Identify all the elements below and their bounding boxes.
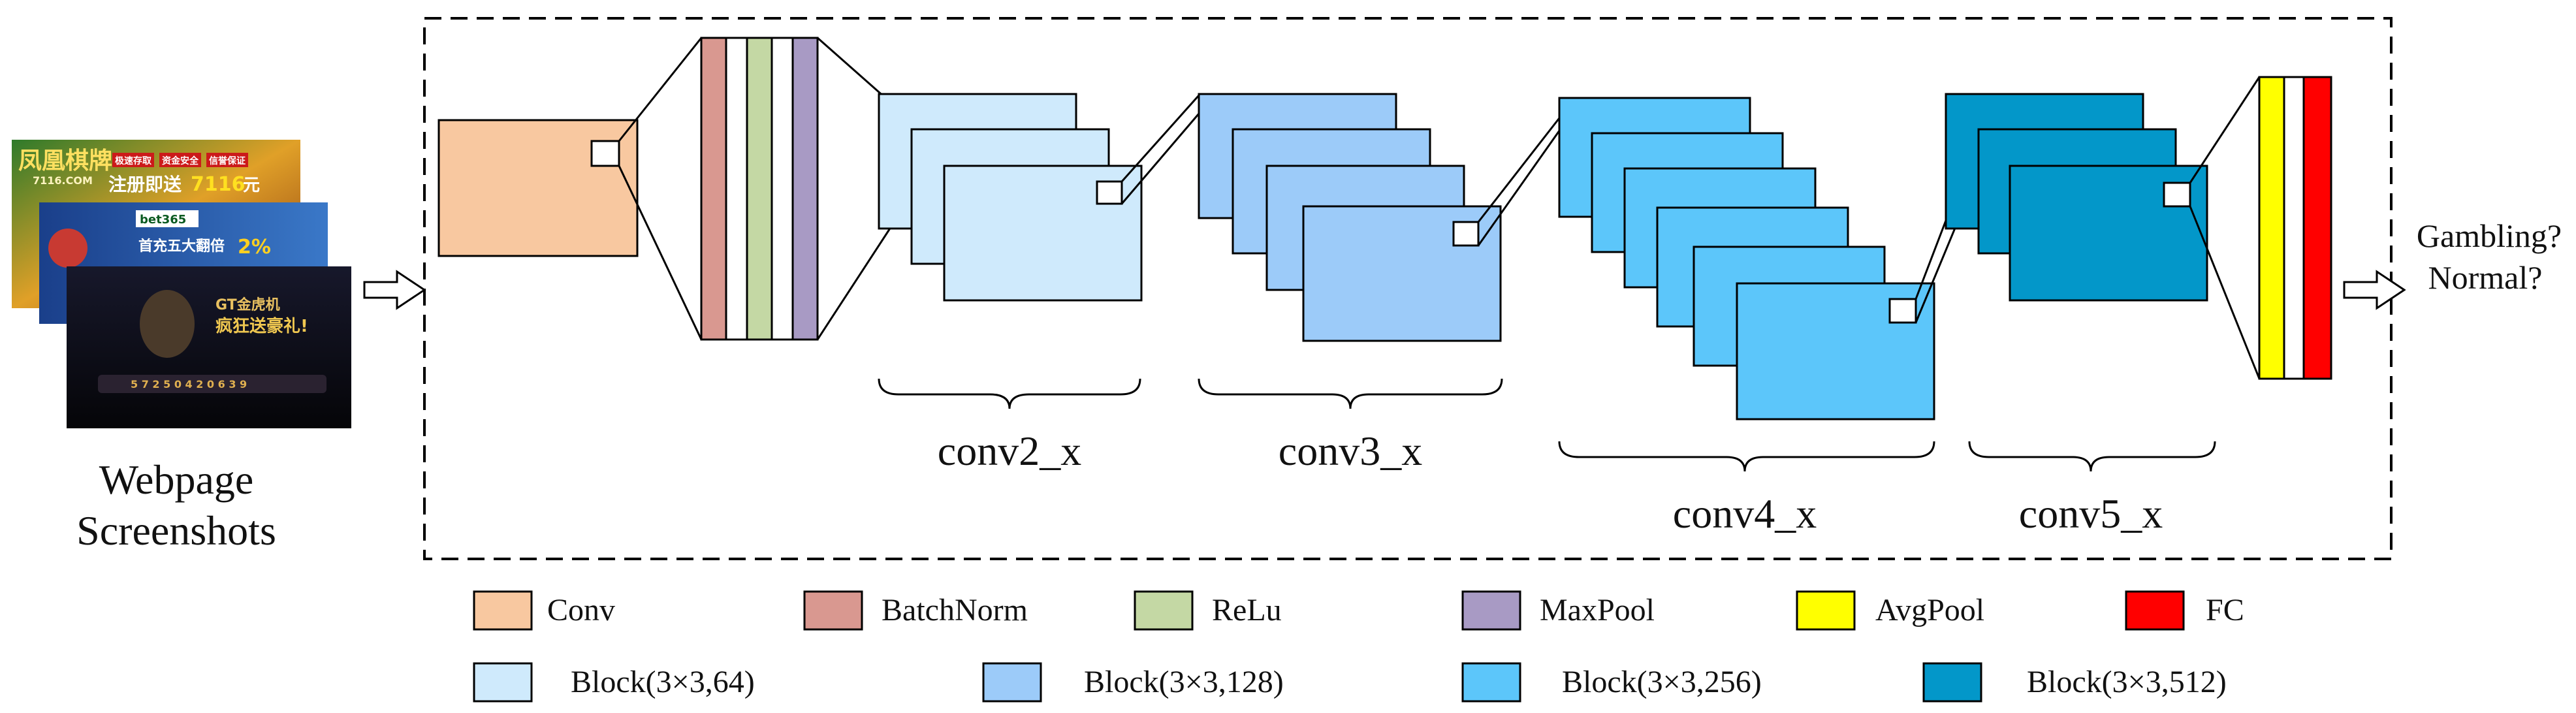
conv2-brace <box>878 378 1141 409</box>
input-label-line1: Webpage <box>99 456 254 503</box>
legend-label-avgpool: AvgPool <box>1875 593 1984 627</box>
stage-label-conv3: conv3_x <box>1279 428 1422 474</box>
legend-swatch-block128 <box>982 662 1042 703</box>
legend-swatch-avgpool <box>1796 590 1856 631</box>
thumb2-promo: 首充五大翻倍 <box>138 238 225 255</box>
stage-label-conv4: conv4_x <box>1673 490 1817 537</box>
thumb1-amount: 7116 <box>191 173 246 196</box>
output-gambling: Gambling? <box>2417 217 2562 254</box>
thumb2-figure-icon <box>48 229 87 268</box>
legend-label-block128: Block(3×3,128) <box>1084 665 1284 699</box>
avgpool-fc-stack <box>2258 76 2332 380</box>
legend: Conv BatchNorm ReLu MaxPool AvgPool FC B… <box>473 590 2244 703</box>
input-screenshots: 凤凰棋牌 7116.COM 极速存取 资金安全 信誉保证 注册即送 7116 元… <box>12 140 351 554</box>
legend-label-relu: ReLu <box>1212 593 1282 627</box>
thumb1-title: 凤凰棋牌 <box>18 148 112 174</box>
conv-kernel <box>590 140 620 167</box>
svg-text:信誉保证: 信誉保证 <box>209 155 246 166</box>
fc-layer <box>2302 76 2332 380</box>
conv4-brace <box>1558 441 1935 472</box>
bn-relu-pool-stack <box>700 37 819 341</box>
legend-swatch-conv <box>473 590 533 631</box>
conv4-kernel <box>1888 298 1917 324</box>
conv5-group <box>1945 93 2208 302</box>
legend-swatch-batchnorm <box>803 590 863 631</box>
conv3-kernel <box>1452 221 1480 247</box>
legend-label-block512: Block(3×3,512) <box>2027 665 2227 699</box>
conv2-group <box>878 93 1143 302</box>
legend-label-fc: FC <box>2206 593 2244 627</box>
screenshot-thumb-3: GT金虎机 疯狂送豪礼! 5 7 2 5 0 4 2 0 6 3 9 <box>67 266 351 428</box>
thumb3-figure-icon <box>140 290 195 358</box>
legend-label-maxpool: MaxPool <box>1540 593 1655 627</box>
output-arrow <box>2343 270 2406 310</box>
output-normal: Normal? <box>2428 259 2543 296</box>
stage-label-conv2: conv2_x <box>938 428 1081 474</box>
conv5-brace <box>1968 441 2216 472</box>
input-label-line2: Screenshots <box>76 507 276 554</box>
legend-swatch-block512 <box>1922 662 1982 703</box>
conv2-kernel <box>1096 180 1123 205</box>
legend-label-batchnorm: BatchNorm <box>882 593 1028 627</box>
thumb1-unit: 元 <box>243 176 260 195</box>
maxpool-layer <box>791 37 819 341</box>
svg-text:极速存取: 极速存取 <box>115 155 152 166</box>
legend-swatch-block64 <box>473 662 533 703</box>
batchnorm-layer <box>700 37 727 341</box>
legend-swatch-fc <box>2125 590 2185 631</box>
conv3-group <box>1198 93 1502 342</box>
thumb2-brand: bet365 <box>140 213 186 227</box>
avgpool-layer <box>2258 76 2285 380</box>
conv5-kernel <box>2163 182 2191 208</box>
thumb3-brand: GT金虎机 <box>215 296 280 313</box>
input-arrow <box>363 270 426 310</box>
legend-swatch-relu <box>1134 590 1194 631</box>
svg-text:资金安全: 资金安全 <box>162 155 199 166</box>
thumb3-numbers: 5 7 2 5 0 4 2 0 6 3 9 <box>131 378 247 390</box>
legend-swatch-maxpool <box>1461 590 1521 631</box>
stage-label-conv5: conv5_x <box>2019 490 2163 537</box>
thumb1-tag-1 <box>112 153 154 167</box>
thumb1-tag-2 <box>159 153 201 167</box>
thumb1-promo: 注册即送 <box>108 174 182 195</box>
conv4-group <box>1558 97 1935 420</box>
legend-label-conv: Conv <box>547 593 615 627</box>
thumb2-pct: 2% <box>238 236 271 259</box>
conv3-brace <box>1198 378 1503 409</box>
legend-label-block64: Block(3×3,64) <box>571 665 755 699</box>
legend-swatch-block256 <box>1461 662 1521 703</box>
thumb3-promo: 疯狂送豪礼! <box>215 316 308 336</box>
legend-label-block256: Block(3×3,256) <box>1562 665 1762 699</box>
thumb1-tag-3 <box>206 153 248 167</box>
relu-layer <box>746 37 773 341</box>
thumb1-site: 7116.COM <box>33 174 93 187</box>
